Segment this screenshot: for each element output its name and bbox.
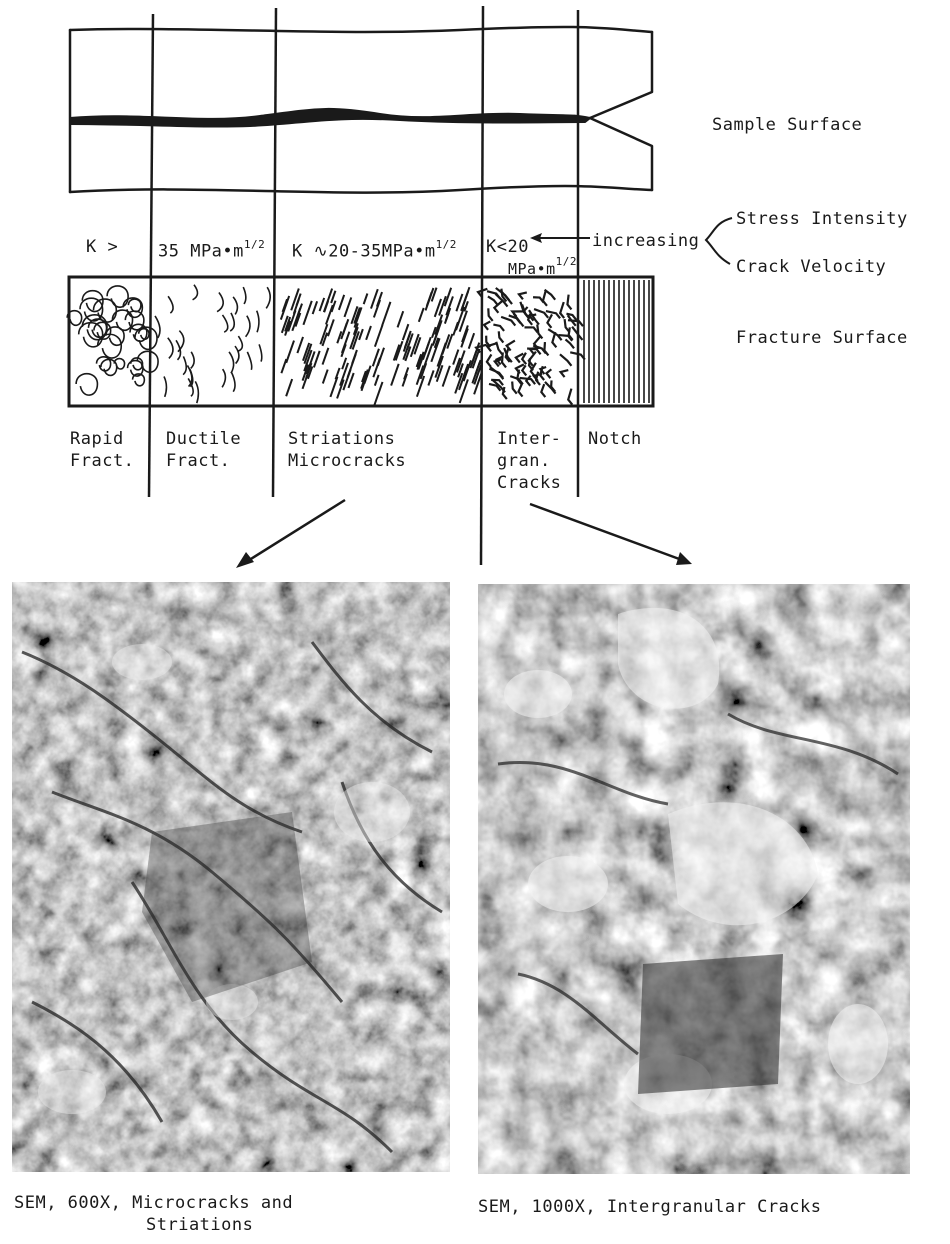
zone-notch-texture <box>584 280 649 403</box>
zone-ductile-line2: Fract. <box>166 451 230 471</box>
zone-striations-texture <box>281 287 482 405</box>
fracture-diagram <box>0 0 950 580</box>
sample-surface-label: Sample Surface <box>712 114 862 136</box>
k-greater-label: K > <box>86 236 118 258</box>
k-35-exponent: 1/2 <box>244 238 265 251</box>
left-photo-arrow <box>246 500 345 562</box>
divider-line-2 <box>273 8 276 497</box>
k-35-label: 35 MPa•m1/2 <box>158 236 265 263</box>
zone-rapid-line1: Rapid <box>70 429 124 449</box>
k-less-unit: MPa•m <box>508 260 556 278</box>
k-range-value: K ∿20-35MPa•m <box>292 242 436 262</box>
fracture-surface-label: Fracture Surface <box>736 327 908 349</box>
k-less-unit-label: MPa•m1/2 <box>508 254 577 280</box>
sample-top-edge <box>70 27 652 32</box>
divider-line-1 <box>149 14 153 497</box>
left-photo-arrowhead <box>236 552 254 568</box>
stress-intensity-label: Stress Intensity <box>736 208 908 230</box>
zone-ductile-texture <box>155 285 270 403</box>
k-35-value: 35 MPa•m <box>158 242 244 262</box>
k-range-exponent: 1/2 <box>436 238 457 251</box>
k-less-exponent: 1/2 <box>556 255 577 268</box>
caption-left-line2: Striations <box>146 1214 253 1236</box>
k-range-label: K ∿20-35MPa•m1/2 <box>292 236 457 263</box>
zone-label-intergran: Inter-gran.Cracks <box>497 428 561 494</box>
zone-rapid-texture <box>67 286 158 395</box>
sem-photo-right-texture <box>478 584 910 1174</box>
zone-rapid-line2: Fract. <box>70 451 134 471</box>
crack-line <box>70 109 590 127</box>
zone-intergran-line3: Cracks <box>497 473 561 493</box>
zone-label-notch: Notch <box>588 428 642 450</box>
caption-left-line1: SEM, 600X, Microcracks and <box>14 1192 293 1214</box>
divider-line-3 <box>481 6 483 565</box>
sem-photo-left-texture <box>12 582 450 1172</box>
zone-ductile-line1: Ductile <box>166 429 241 449</box>
zone-intergran-line2: gran. <box>497 451 551 471</box>
zone-notch-line1: Notch <box>588 429 642 449</box>
right-photo-arrowhead <box>676 552 692 565</box>
brace <box>706 218 732 264</box>
zone-striations-line1: Striations <box>288 429 395 449</box>
sample-right-edge-bottom <box>590 118 652 190</box>
sample-bottom-edge <box>70 186 652 193</box>
caption-right: SEM, 1000X, Intergranular Cracks <box>478 1196 822 1218</box>
crack-velocity-label: Crack Velocity <box>736 256 886 278</box>
zone-intergranular-texture <box>476 288 585 405</box>
zone-striations-line2: Microcracks <box>288 451 406 471</box>
right-photo-arrow <box>530 504 682 560</box>
sem-photo-right <box>478 584 910 1174</box>
sem-photo-left <box>12 582 450 1172</box>
increasing-label: increasing <box>592 230 699 252</box>
sample-right-edge-top <box>590 32 652 118</box>
zone-intergran-line1: Inter- <box>497 429 561 449</box>
